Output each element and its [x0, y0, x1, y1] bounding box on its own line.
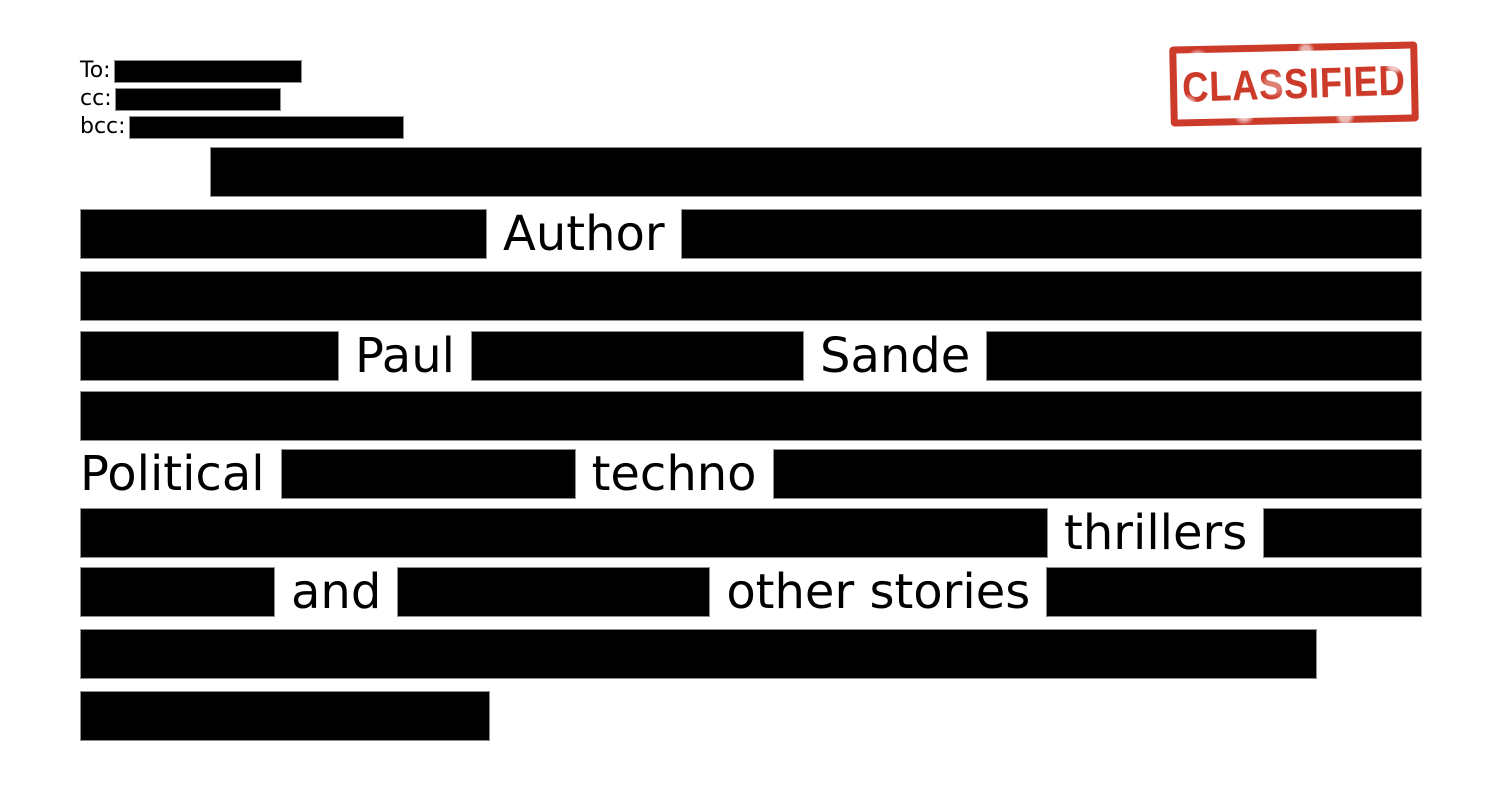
redaction-bar [80, 691, 490, 741]
redaction-bar [397, 567, 711, 617]
email-header: To: cc: bcc: [80, 57, 404, 141]
visible-word: Paul [355, 328, 455, 384]
cc-label: cc: [80, 86, 112, 111]
classified-stamp: CLASSIFIED [1169, 41, 1419, 127]
redaction-bar [80, 508, 1048, 558]
redacted-row [80, 391, 1422, 441]
bcc-label: bcc: [80, 114, 126, 139]
visible-word: other stories [726, 564, 1031, 620]
redaction-bar [128, 115, 404, 139]
visible-word: Author [503, 206, 665, 262]
redacted-row: Political techno [80, 449, 1422, 499]
redaction-bar [113, 59, 302, 83]
redaction-bar [772, 449, 1422, 499]
header-row-cc: cc: [80, 85, 404, 113]
visible-word: techno [591, 446, 757, 502]
visible-word: and [291, 564, 382, 620]
redaction-bar [80, 271, 1422, 321]
redaction-bar [210, 147, 1422, 197]
redacted-row [80, 691, 1422, 741]
redaction-bar [114, 87, 281, 111]
redaction-bar [470, 331, 804, 381]
redaction-bar [1263, 508, 1422, 558]
redacted-row: Paul Sande [80, 331, 1422, 381]
redaction-bar [80, 209, 487, 259]
redaction-bar [80, 391, 1422, 441]
redacted-row [80, 147, 1422, 197]
redaction-bar [986, 331, 1422, 381]
redacted-row [80, 271, 1422, 321]
header-row-to: To: [80, 57, 404, 85]
to-label: To: [80, 58, 111, 83]
visible-word: Political [80, 446, 265, 502]
redacted-row: Author [80, 209, 1422, 259]
redaction-bar [680, 209, 1422, 259]
redaction-bar [80, 331, 339, 381]
redacted-row [80, 629, 1422, 679]
redaction-bar [280, 449, 576, 499]
indent-space [80, 147, 210, 197]
redaction-bar [1046, 567, 1422, 617]
visible-word: thrillers [1064, 505, 1248, 561]
visible-word: Sande [819, 328, 971, 384]
classified-stamp-text: CLASSIFIED [1181, 56, 1407, 111]
redacted-row: and other stories [80, 567, 1422, 617]
redaction-bar [80, 567, 275, 617]
redacted-row: thrillers [80, 508, 1422, 558]
redaction-bar [80, 629, 1317, 679]
header-row-bcc: bcc: [80, 113, 404, 141]
